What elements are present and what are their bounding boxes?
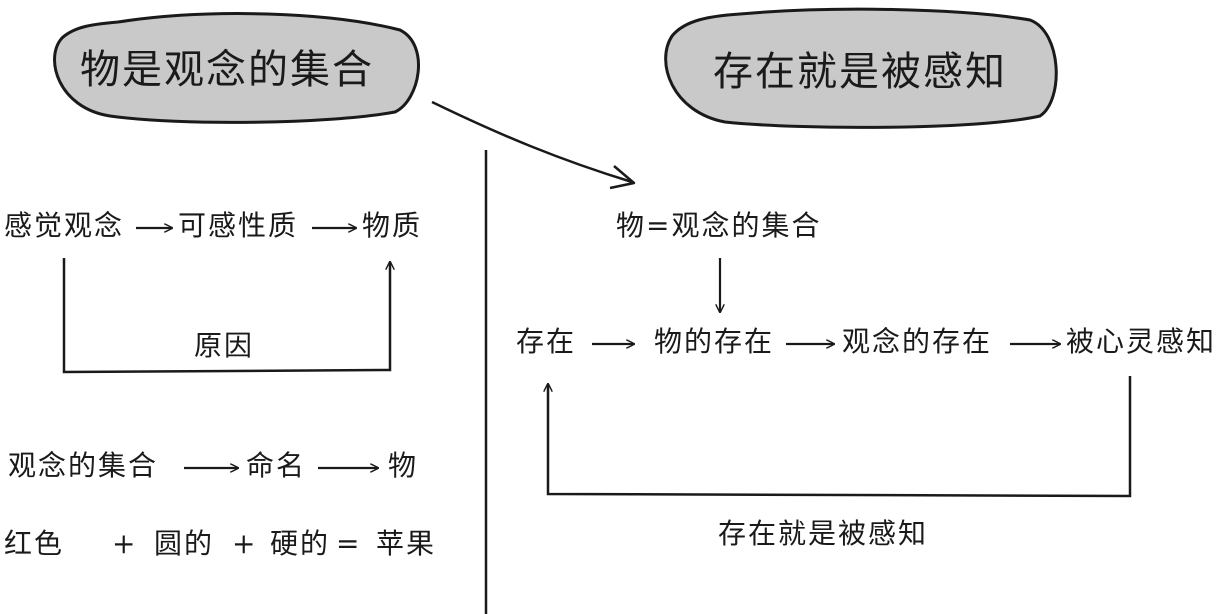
node-matter: 物质 xyxy=(362,209,423,242)
pill-right-title: 存在就是被感知 xyxy=(713,49,1007,95)
node-sensible-qualities: 可感性质 xyxy=(178,209,299,242)
pill-right-shape xyxy=(664,7,1058,129)
node-naming: 命名 xyxy=(246,449,307,482)
node-perceived-by-mind: 被心灵感知 xyxy=(1066,325,1217,358)
node-existence-of-ideas: 观念的存在 xyxy=(842,325,993,358)
eq-plus-1: + xyxy=(112,527,138,560)
loop-left-label: 原因 xyxy=(194,329,255,362)
node-thing: 物 xyxy=(388,449,419,482)
pill-left-title: 物是观念的集合 xyxy=(80,47,374,93)
right-top-label: 物=观念的集合 xyxy=(616,209,822,242)
eq-round: 圆的 xyxy=(154,527,215,560)
node-existence: 存在 xyxy=(516,325,577,358)
node-sensory-ideas: 感觉观念 xyxy=(4,209,125,242)
pill-left-shape xyxy=(53,12,420,124)
loop-right-label: 存在就是被感知 xyxy=(718,517,929,550)
eq-plus-2: + xyxy=(232,527,258,560)
loop-left xyxy=(62,258,390,374)
eq-red: 红色 xyxy=(4,527,65,560)
loop-right xyxy=(548,376,1132,498)
eq-apple: 苹果 xyxy=(376,527,437,560)
curve-arrow-head xyxy=(609,165,636,190)
eq-hard: 硬的 xyxy=(270,527,331,560)
node-existence-of-things: 物的存在 xyxy=(654,325,775,358)
node-collection-of-ideas: 观念的集合 xyxy=(8,449,159,482)
curve-arrow xyxy=(431,100,633,184)
eq-equals: = xyxy=(336,527,362,560)
